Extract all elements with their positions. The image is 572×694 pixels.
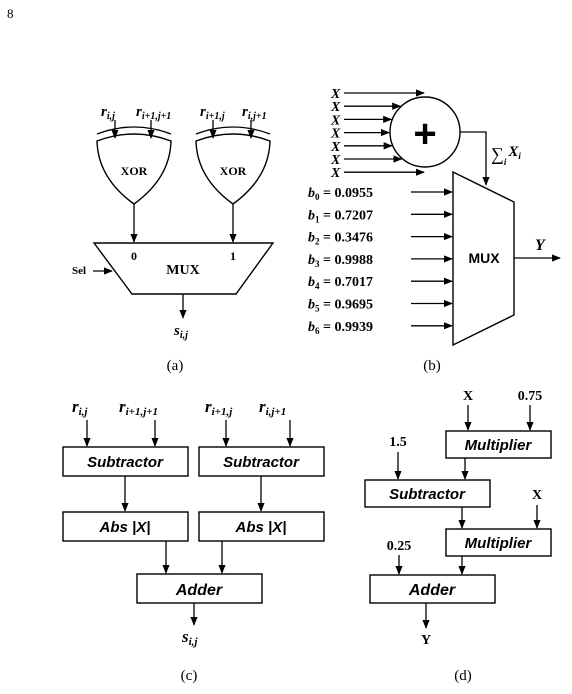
caption-b: (b) <box>423 358 441 374</box>
x-input-label: X <box>330 166 341 181</box>
panel-d-output-label: Y <box>421 633 431 648</box>
caption-c: (c) <box>181 668 198 684</box>
abs-c-2: Abs |X| <box>198 511 325 542</box>
x-input-label: X <box>330 140 341 155</box>
adder-d-label: Adder <box>408 582 456 599</box>
constant-b0-label: b0 = 0.0955 <box>308 186 373 202</box>
constant-b6-label: b6 = 0.9939 <box>308 320 373 336</box>
plus-icon: + <box>413 112 436 156</box>
constant-b5-label: b5 = 0.9695 <box>308 298 373 314</box>
abs-c-1: Abs |X| <box>62 511 189 542</box>
panel-d-x2-label: X <box>532 488 542 503</box>
mux-input-1-label: 1 <box>230 249 236 263</box>
xor1-input-1-label: ri,j <box>101 104 115 122</box>
multiplier-d-1: Multiplier <box>445 430 552 459</box>
abs-c-1-label: Abs |X| <box>99 519 151 536</box>
panel-d-const-025: 0.25 <box>387 539 412 554</box>
xor2-input-1-label: ri+1,j <box>200 104 225 122</box>
panel-c-input-4: ri,j+1 <box>259 397 286 418</box>
sum-label: ∑iXi <box>491 144 521 167</box>
abs-c-2-label: Abs |X| <box>235 519 287 536</box>
mux-b: MUX <box>452 170 515 347</box>
adder-c-label: Adder <box>175 582 223 599</box>
multiplier-d-2-label: Multiplier <box>465 535 533 552</box>
xor-gate-2-label: XOR <box>220 164 247 178</box>
panel-a-output-label: si,j <box>173 323 188 341</box>
subtractor-c-1: Subtractor <box>62 446 189 477</box>
multiplier-d-2: Multiplier <box>445 528 552 557</box>
constant-list: b0 = 0.0955 b1 = 0.7207 b2 = 0.3476 b3 = 0.… <box>308 186 453 336</box>
panel-d-x1-label: X <box>463 389 473 404</box>
panel-d-const-075: 0.75 <box>518 389 543 404</box>
subtractor-c-2-label: Subtractor <box>223 454 300 471</box>
x-input-label: X <box>330 153 341 168</box>
sum-adder: + <box>389 96 461 168</box>
panel-a: ri,j ri+1,j+1 ri+1,j ri,j+1 XOR XOR <box>72 104 275 374</box>
x-input-label: X <box>330 100 341 115</box>
sel-label: Sel <box>72 265 86 277</box>
caption-d: (d) <box>454 668 472 684</box>
xor-gate-1-label: XOR <box>121 164 148 178</box>
panel-c-input-2: ri+1,j+1 <box>119 397 158 418</box>
mux-a: 0 1 MUX <box>92 242 275 295</box>
adder-c: Adder <box>136 573 263 604</box>
subtractor-c-1-label: Subtractor <box>87 454 164 471</box>
panel-d-const-15: 1.5 <box>389 435 407 450</box>
multiplier-d-1-label: Multiplier <box>465 437 533 454</box>
page-number: 8 <box>7 6 14 21</box>
panel-c-output-label: si,j <box>181 627 198 648</box>
xor-gate-1: XOR <box>96 126 172 205</box>
x-input-label: X <box>330 113 341 128</box>
constant-b2-label: b2 = 0.3476 <box>308 231 373 247</box>
xor2-input-2-label: ri,j+1 <box>242 104 267 122</box>
panel-c: ri,j ri+1,j+1 ri+1,j ri,j+1 Subtractor S… <box>62 397 325 684</box>
constant-b4-label: b4 = 0.7017 <box>308 275 373 291</box>
x-input-label: X <box>330 87 341 102</box>
xor1-input-2-label: ri+1,j+1 <box>136 104 171 122</box>
panel-d: X 0.75 Multiplier 1.5 Subtractor X Multi… <box>364 389 552 684</box>
panel-c-input-3: ri+1,j <box>205 397 233 418</box>
x-input-label: X <box>330 127 341 142</box>
adder-d: Adder <box>369 574 496 604</box>
subtractor-c-2: Subtractor <box>198 446 325 477</box>
constant-b3-label: b3 = 0.9988 <box>308 253 373 269</box>
xor-gate-2: XOR <box>195 126 271 205</box>
panel-b-output-label: Y <box>535 237 546 254</box>
caption-a: (a) <box>167 358 184 374</box>
mux-b-label: MUX <box>468 250 500 266</box>
panel-c-input-1: ri,j <box>72 397 88 418</box>
mux-a-label: MUX <box>166 263 199 278</box>
mux-input-0-label: 0 <box>131 249 137 263</box>
constant-b1-label: b1 = 0.7207 <box>308 208 373 224</box>
subtractor-d: Subtractor <box>364 479 491 508</box>
subtractor-d-label: Subtractor <box>389 486 466 503</box>
